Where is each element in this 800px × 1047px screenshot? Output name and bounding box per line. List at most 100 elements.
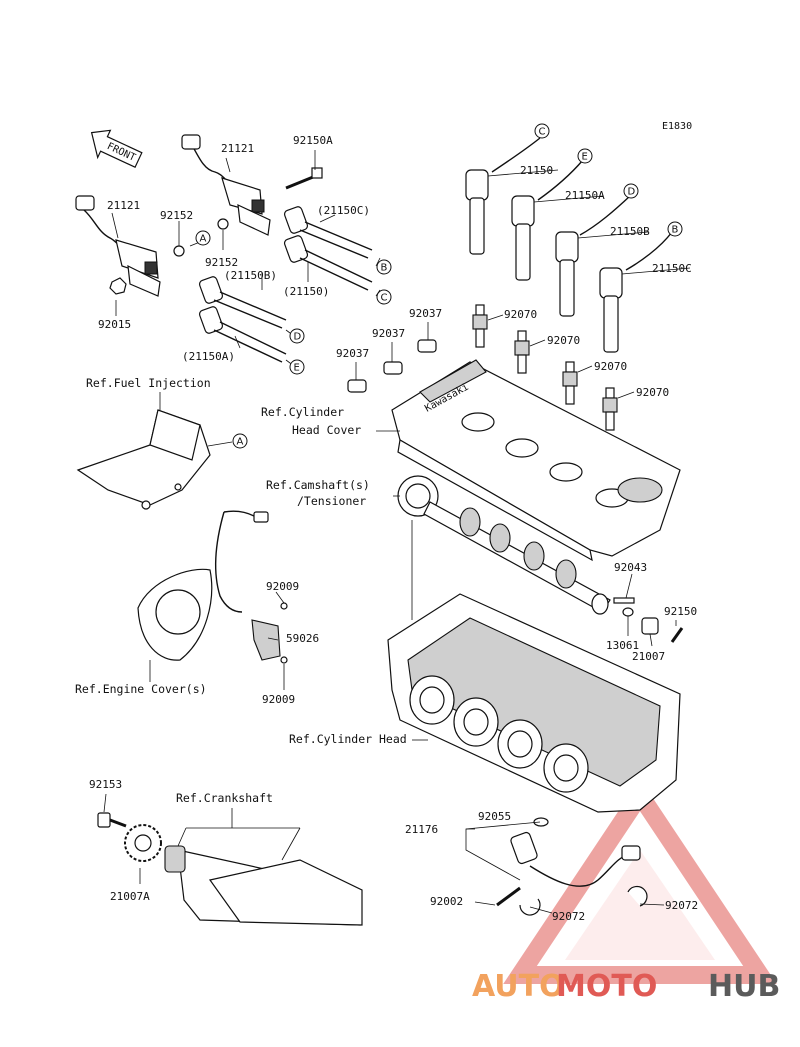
svg-text:B: B bbox=[381, 263, 388, 274]
clamps-92037 bbox=[347, 322, 437, 393]
label-92043: 92043 bbox=[614, 561, 647, 574]
leaders-plugs bbox=[487, 314, 635, 399]
label-13061: 13061 bbox=[606, 639, 639, 652]
label-21150C: 21150C bbox=[652, 262, 692, 275]
ref-crankshaft: Ref.Crankshaft bbox=[176, 791, 273, 805]
callout-B-lead: B bbox=[667, 221, 683, 237]
label-92070-1: 92070 bbox=[504, 308, 537, 321]
label-92150: 92150 bbox=[664, 605, 697, 618]
label-21150A: 21150A bbox=[565, 189, 605, 202]
spark-plug-1 bbox=[472, 304, 488, 348]
bolt-92009-top bbox=[280, 602, 288, 610]
lead-21150 bbox=[465, 137, 541, 255]
svg-text:A: A bbox=[200, 234, 207, 245]
cam-sensor-assembly bbox=[465, 817, 665, 916]
label-92037-2: 92037 bbox=[372, 327, 405, 340]
diagram-code: E1830 bbox=[662, 121, 692, 132]
ref-fuel-injection: Ref.Fuel Injection bbox=[86, 376, 211, 390]
engine-cover-sensor bbox=[137, 510, 288, 690]
label-92037-3: 92037 bbox=[336, 347, 369, 360]
label-92072-left: 92072 bbox=[552, 910, 585, 923]
label-92153: 92153 bbox=[89, 778, 122, 791]
plug-boot-21150-left bbox=[283, 235, 373, 291]
plug-boot-21150A-left bbox=[198, 306, 287, 363]
spark-plug-3 bbox=[562, 361, 578, 405]
rotor-21007 bbox=[641, 617, 659, 635]
leaders-leads-right bbox=[487, 169, 691, 275]
label-21150B-paren: (21150B) bbox=[224, 269, 277, 282]
lead-21150B bbox=[555, 195, 631, 317]
svg-text:HUB: HUB bbox=[708, 969, 780, 1004]
label-92072-right: 92072 bbox=[665, 899, 698, 912]
callout-C-lead: C bbox=[534, 123, 550, 139]
label-92015: 92015 bbox=[98, 318, 131, 331]
svg-text:D: D bbox=[628, 187, 636, 198]
label-21007A: 21007A bbox=[110, 890, 150, 903]
svg-text:E: E bbox=[582, 152, 588, 163]
ref-camshaft-2: /Tensioner bbox=[297, 494, 366, 508]
washer-13061 bbox=[622, 607, 634, 617]
ref-cylinder-head: Ref.Cylinder Head bbox=[289, 732, 407, 746]
label-92150A: 92150A bbox=[293, 134, 333, 147]
svg-text:E: E bbox=[294, 363, 300, 374]
label-92009-top: 92009 bbox=[266, 580, 299, 593]
label-21150-paren: (21150) bbox=[283, 285, 329, 298]
plug-boot-21150B-left bbox=[198, 276, 287, 329]
crankshaft bbox=[164, 808, 363, 926]
spark-plug-2 bbox=[514, 330, 530, 374]
label-92070-4: 92070 bbox=[636, 386, 669, 399]
ref-engine-cover: Ref.Engine Cover(s) bbox=[75, 682, 207, 696]
callout-E-lead: E bbox=[577, 148, 593, 164]
label-21150A-paren: (21150A) bbox=[182, 350, 235, 363]
label-21150: 21150 bbox=[520, 164, 553, 177]
label-59026: 59026 bbox=[286, 632, 319, 645]
label-21176: 21176 bbox=[405, 823, 438, 836]
clamp-92072-right bbox=[627, 885, 648, 907]
plug-boot-21150C-left bbox=[283, 206, 373, 259]
callout-E-coil: E bbox=[289, 359, 305, 375]
svg-text:AUTO: AUTO bbox=[472, 969, 565, 1004]
label-92055: 92055 bbox=[478, 810, 511, 823]
label-92037-1: 92037 bbox=[409, 307, 442, 320]
lead-21150A bbox=[511, 159, 584, 281]
label-92070-2: 92070 bbox=[547, 334, 580, 347]
collar-92152-a bbox=[173, 245, 185, 257]
ref-camshaft-1: Ref.Camshaft(s) bbox=[266, 478, 370, 492]
front-arrow: FRONT bbox=[90, 129, 143, 169]
label-92009-bottom: 92009 bbox=[262, 693, 295, 706]
svg-text:D: D bbox=[294, 332, 302, 343]
bolt-92150 bbox=[670, 627, 684, 643]
ignition-coil-lower bbox=[75, 195, 161, 297]
cylinder-head-cover: Kawasaki bbox=[376, 359, 681, 562]
collar-92152-b bbox=[217, 218, 229, 230]
oring-92055 bbox=[533, 817, 549, 827]
callout-A-bracket: A bbox=[232, 433, 248, 449]
label-21150C-paren: (21150C) bbox=[317, 204, 370, 217]
camshaft bbox=[393, 475, 611, 615]
label-21007: 21007 bbox=[632, 650, 665, 663]
svg-text:B: B bbox=[672, 225, 679, 236]
timing-rotor-21007A bbox=[124, 824, 162, 884]
label-21150B: 21150B bbox=[610, 225, 650, 238]
label-21121-lower: 21121 bbox=[107, 199, 140, 212]
watermark-triangle bbox=[503, 778, 777, 984]
bolt-92009-bottom bbox=[280, 656, 288, 664]
spark-plug-4 bbox=[602, 387, 618, 431]
callout-C-coil: C bbox=[376, 289, 392, 305]
label-92152-a: 92152 bbox=[160, 209, 193, 222]
cylinder-head bbox=[387, 520, 681, 813]
callout-B-coil: B bbox=[376, 259, 392, 275]
svg-text:A: A bbox=[237, 437, 244, 448]
bolt-92150A bbox=[285, 167, 323, 190]
callout-D-lead: D bbox=[623, 183, 639, 199]
watermark-logo: AUTO MOTO HUB bbox=[472, 969, 780, 1004]
callout-A-coil: A bbox=[195, 230, 211, 246]
bolt-92153 bbox=[97, 793, 127, 828]
nut-92015 bbox=[109, 277, 127, 295]
svg-text:C: C bbox=[381, 293, 388, 304]
label-92002: 92002 bbox=[430, 895, 463, 908]
bolt-92002 bbox=[496, 886, 521, 907]
label-21121-upper: 21121 bbox=[221, 142, 254, 155]
pin-92043 bbox=[613, 597, 635, 604]
